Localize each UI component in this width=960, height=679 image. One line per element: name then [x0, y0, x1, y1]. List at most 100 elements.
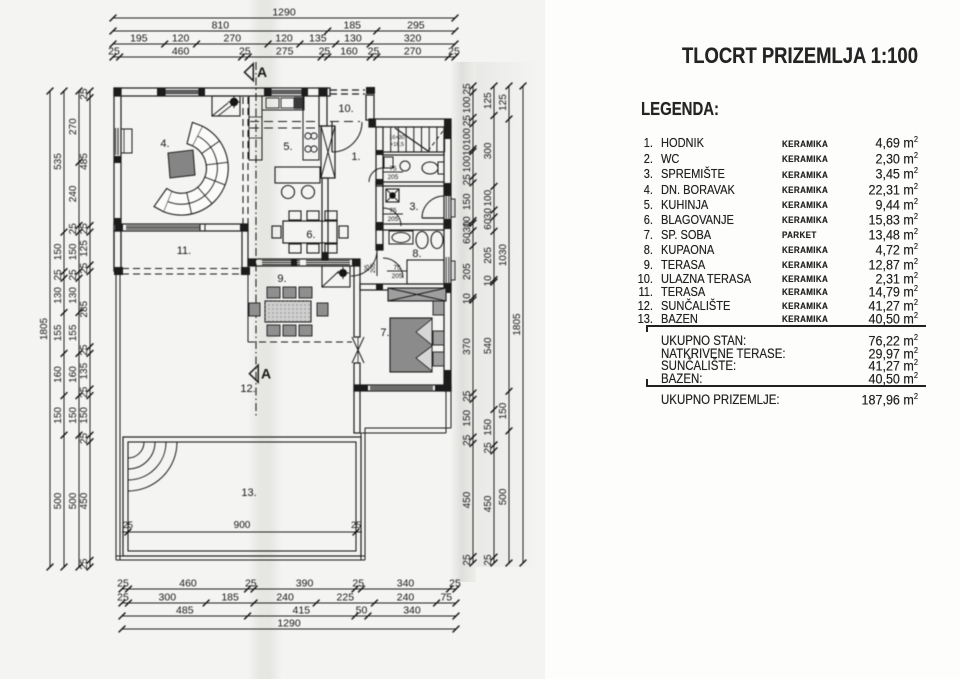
svg-text:300: 300	[159, 592, 177, 604]
svg-text:30: 30	[483, 208, 494, 220]
svg-text:10: 10	[462, 216, 473, 228]
svg-text:205: 205	[483, 247, 494, 264]
svg-text:25: 25	[462, 174, 473, 186]
svg-text:205: 205	[388, 174, 399, 181]
svg-text:100: 100	[462, 96, 473, 113]
svg-text:75: 75	[389, 166, 397, 173]
svg-text:A: A	[261, 366, 271, 382]
svg-text:485: 485	[176, 605, 194, 617]
svg-text:125: 125	[79, 240, 90, 257]
svg-text:25: 25	[79, 262, 90, 274]
svg-text:10.: 10.	[338, 103, 353, 115]
svg-text:25: 25	[79, 88, 90, 100]
svg-text:500: 500	[53, 492, 64, 509]
svg-text:205: 205	[371, 262, 377, 273]
svg-text:1.: 1.	[351, 151, 360, 163]
svg-text:810: 810	[212, 20, 230, 32]
svg-text:160: 160	[68, 366, 79, 383]
svg-text:60: 60	[462, 232, 473, 244]
svg-text:270: 270	[404, 46, 422, 58]
svg-text:25: 25	[462, 434, 473, 446]
svg-text:340: 340	[397, 578, 415, 590]
svg-text:25: 25	[79, 558, 90, 570]
svg-text:390: 390	[296, 578, 314, 590]
svg-text:415: 415	[293, 605, 311, 617]
svg-text:135: 135	[309, 33, 327, 45]
svg-text:25: 25	[239, 46, 251, 58]
svg-text:150: 150	[53, 243, 64, 260]
svg-text:25: 25	[79, 344, 90, 356]
svg-text:205: 205	[388, 216, 399, 223]
svg-text:295: 295	[407, 20, 425, 32]
svg-text:25: 25	[68, 223, 79, 235]
svg-text:25: 25	[108, 46, 120, 58]
svg-text:150: 150	[68, 407, 79, 424]
svg-text:16×30: 16×30	[389, 135, 404, 141]
svg-text:160: 160	[53, 366, 64, 383]
svg-text:25: 25	[245, 578, 257, 590]
svg-text:185: 185	[344, 20, 362, 32]
svg-text:A: A	[257, 64, 267, 80]
svg-text:75: 75	[440, 592, 452, 604]
svg-text:450: 450	[79, 492, 90, 509]
svg-text:12.: 12.	[240, 383, 255, 395]
svg-text:25: 25	[79, 223, 90, 235]
svg-text:25: 25	[462, 390, 473, 402]
svg-text:25: 25	[53, 269, 64, 281]
svg-text:225: 225	[337, 592, 355, 604]
svg-text:25: 25	[123, 520, 133, 530]
svg-text:25: 25	[351, 520, 361, 530]
svg-text:130: 130	[344, 33, 362, 45]
svg-text:11.: 11.	[177, 245, 191, 257]
svg-text:6.: 6.	[306, 229, 315, 241]
svg-text:195: 195	[130, 33, 148, 45]
svg-text:×16,5: ×16,5	[390, 142, 404, 148]
svg-text:535: 535	[53, 153, 64, 170]
svg-text:25: 25	[483, 554, 494, 566]
svg-text:150: 150	[462, 193, 473, 210]
svg-text:25: 25	[68, 269, 79, 281]
svg-text:150: 150	[53, 407, 64, 424]
svg-text:270: 270	[68, 118, 79, 135]
svg-text:125: 125	[483, 92, 494, 109]
svg-text:100: 100	[462, 155, 473, 172]
svg-text:25: 25	[368, 46, 380, 58]
svg-text:30: 30	[462, 221, 473, 233]
svg-text:25: 25	[462, 554, 473, 566]
svg-text:205: 205	[392, 273, 403, 280]
svg-text:240: 240	[397, 592, 415, 604]
svg-text:240: 240	[276, 592, 294, 604]
svg-text:300: 300	[483, 142, 494, 159]
svg-text:460: 460	[179, 578, 197, 590]
svg-text:240: 240	[68, 185, 79, 202]
svg-text:450: 450	[462, 491, 473, 508]
svg-text:135: 135	[79, 362, 90, 379]
svg-text:150: 150	[483, 418, 494, 435]
svg-text:285: 285	[79, 300, 90, 317]
svg-text:130: 130	[53, 287, 64, 304]
svg-text:25: 25	[117, 592, 129, 604]
svg-text:10: 10	[462, 293, 473, 305]
svg-text:205: 205	[462, 263, 473, 280]
svg-text:9.: 9.	[277, 273, 286, 285]
svg-text:500: 500	[498, 488, 509, 505]
svg-text:370: 370	[462, 338, 473, 355]
svg-text:155: 155	[53, 324, 64, 341]
svg-text:320: 320	[404, 33, 422, 45]
svg-text:155: 155	[68, 324, 79, 341]
svg-text:130: 130	[68, 287, 79, 304]
svg-text:185: 185	[221, 592, 239, 604]
svg-text:25: 25	[79, 386, 90, 398]
svg-text:25: 25	[117, 578, 129, 590]
svg-text:25: 25	[319, 46, 331, 58]
svg-text:160: 160	[340, 46, 358, 58]
svg-text:13.: 13.	[241, 487, 256, 499]
svg-text:275: 275	[276, 46, 294, 58]
svg-text:75: 75	[389, 208, 397, 215]
svg-text:5.: 5.	[283, 141, 292, 153]
svg-text:75: 75	[393, 265, 401, 272]
svg-text:125: 125	[498, 94, 509, 111]
svg-text:540: 540	[483, 337, 494, 354]
svg-text:1290: 1290	[272, 7, 296, 19]
svg-text:100: 100	[462, 128, 473, 145]
